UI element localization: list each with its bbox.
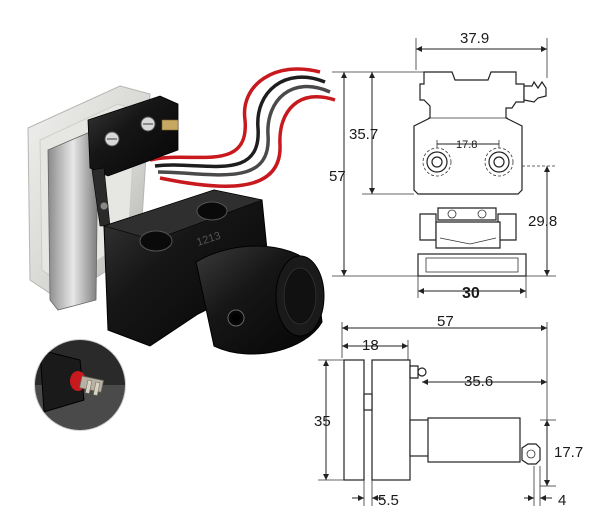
dim-hole-spacing: 17.8 xyxy=(456,139,477,151)
dim-side-outlet-length: 35.6 xyxy=(464,373,493,390)
dim-front-base-width: 30 xyxy=(462,285,480,302)
dim-side-length-total: 57 xyxy=(437,313,454,330)
dim-side-outlet-height: 17.7 xyxy=(554,444,583,461)
port-hole xyxy=(196,201,228,221)
dim-front-width: 37.9 xyxy=(460,30,489,47)
fitting-closeup-inset xyxy=(34,339,126,431)
dim-side-bottom-left: 5.5 xyxy=(378,492,399,509)
dim-front-height-upper: 35.7 xyxy=(349,126,378,143)
brass-fitting-icon xyxy=(79,375,104,396)
side-view-drawing: 57 18 35.6 35 17.7 xyxy=(314,313,586,509)
dim-front-height-total: 57 xyxy=(329,168,346,185)
dim-side-bottom-right: 4 xyxy=(558,492,566,509)
wire-bundle xyxy=(149,67,336,188)
dim-side-height: 35 xyxy=(314,413,331,430)
product-photo: 1213 xyxy=(27,67,336,431)
dim-side-body-width: 18 xyxy=(362,337,379,354)
micro-switch xyxy=(87,95,179,177)
dim-front-right-height: 29.8 xyxy=(528,213,557,230)
front-view-drawing: 37.9 17.8 57 3 xyxy=(329,30,557,302)
port-hole xyxy=(139,230,173,252)
